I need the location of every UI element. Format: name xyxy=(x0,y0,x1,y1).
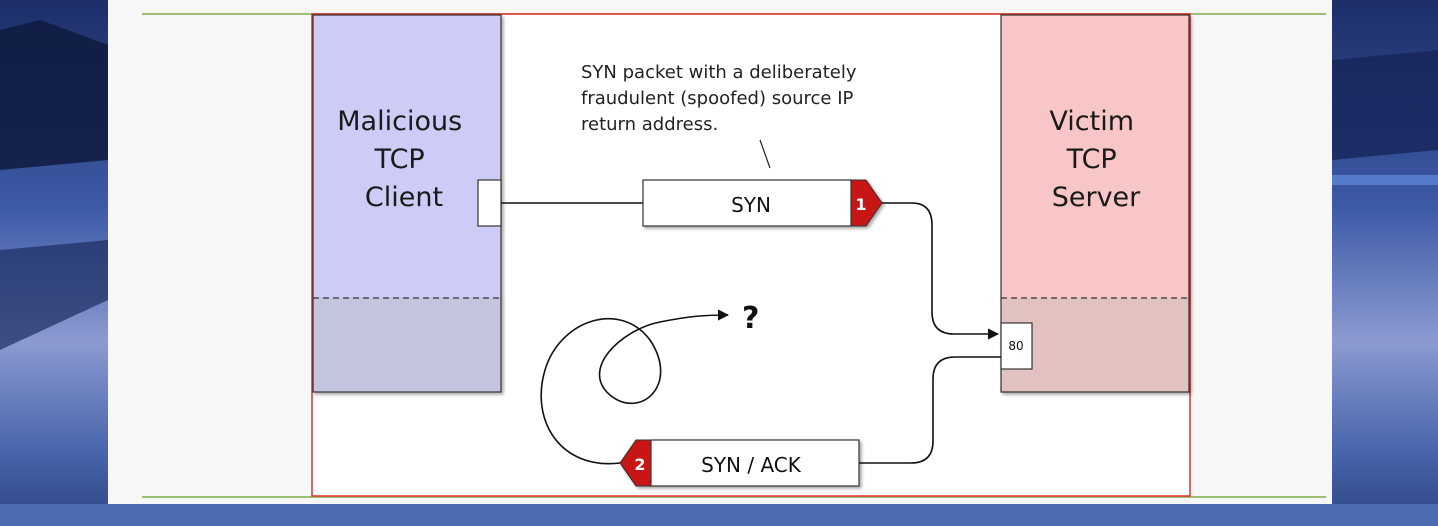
client-port xyxy=(477,179,502,227)
server-box xyxy=(1000,14,1190,393)
syn-to-server-arrow xyxy=(882,202,1000,340)
server-to-synack-line xyxy=(859,356,1001,464)
server-title: Victim TCP Server xyxy=(1049,106,1142,213)
unknown-destination-mark: ? xyxy=(742,301,759,336)
lost-response-loop-arrow xyxy=(540,309,730,465)
syn-packet-label: SYN xyxy=(731,193,771,217)
synack-packet xyxy=(619,439,860,487)
server-port-label: 80 xyxy=(1008,339,1023,353)
syn-packet xyxy=(642,179,883,227)
synack-step-badge: 2 xyxy=(634,455,645,474)
syn-step-badge: 1 xyxy=(855,195,866,214)
client-title: Malicious TCP Client xyxy=(337,106,470,213)
synack-packet-label: SYN / ACK xyxy=(701,453,802,477)
bottom-divider xyxy=(142,496,1326,498)
syn-annotation: SYN packet with a deliberately fraudulen… xyxy=(581,62,862,135)
client-box xyxy=(312,14,502,393)
server-port-box xyxy=(1000,322,1033,370)
annotation-pointer xyxy=(759,139,771,169)
